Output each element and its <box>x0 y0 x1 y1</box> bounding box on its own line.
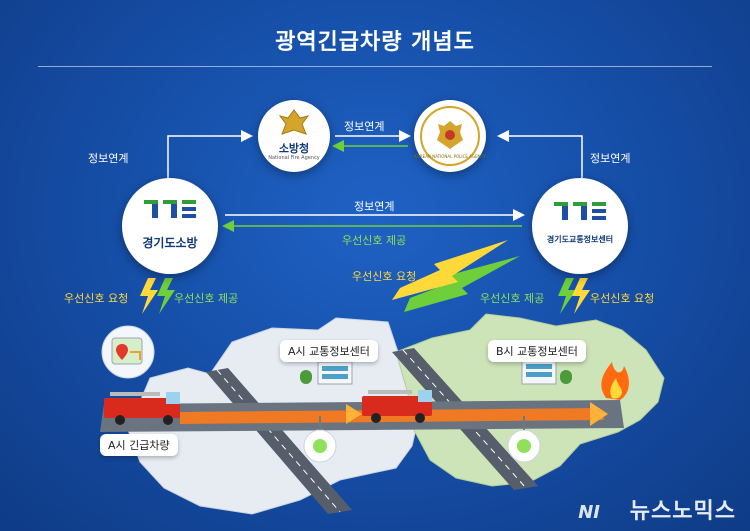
fire-engine-a-icon <box>104 392 180 425</box>
gyeonggi-traffic-circle: 경기도교통정보센터 <box>532 178 628 274</box>
gyeonggi-traffic-logo-icon <box>554 202 606 220</box>
city-b-region <box>395 313 665 487</box>
gyeonggi-fire-name: 경기도소방 <box>142 236 198 250</box>
police-emblem-icon <box>437 121 463 149</box>
fire-agency-name: 소방청 <box>278 142 310 155</box>
traffic-signal-a-icon <box>303 416 337 463</box>
signal-provide-right: 우선신호 제공 <box>480 292 545 305</box>
signal-request-left: 우선신호 요청 <box>64 292 129 305</box>
signal-request-center: 우선신호 요청 <box>352 270 417 283</box>
building-a-icon <box>300 361 353 385</box>
building-b-icon <box>521 359 572 385</box>
zigzag-arrow-green <box>404 256 520 312</box>
signal-provide-left: 우선신호 제공 <box>174 292 239 305</box>
traffic-signal-b-icon <box>507 416 541 463</box>
link-label-top: 정보연계 <box>344 120 385 133</box>
fire-icon <box>601 362 629 400</box>
arrow-left-info <box>167 130 253 178</box>
police-seal-ring <box>420 106 480 166</box>
signal-provide-middle-label: 우선신호 제공 <box>342 234 407 247</box>
gyeonggi-logo-icon <box>144 200 196 218</box>
lightning-left-green <box>157 278 175 314</box>
route-arrow-head-1 <box>346 404 362 424</box>
road-a-centerline <box>216 369 341 513</box>
police-circle: KOREAN NATIONAL POLICE AGENCY <box>414 100 486 172</box>
city-b-center-label: B시 교통정보센터 <box>488 340 586 362</box>
link-label-left: 정보연계 <box>88 152 129 165</box>
link-label-middle: 정보연계 <box>354 200 395 213</box>
police-subtitle: KOREAN NATIONAL POLICE AGENCY <box>414 154 486 159</box>
fire-agency-emblem-icon <box>278 109 310 135</box>
link-label-right: 정보연계 <box>590 152 631 165</box>
page-title: 광역긴급차량 개념도 <box>275 30 475 55</box>
route-arrow-head-2 <box>590 402 608 426</box>
fire-agency-circle: 소방청 National Fire Agency <box>258 100 330 172</box>
navigation-phone-icon <box>101 325 155 379</box>
gyeonggi-traffic-name: 경기도교통정보센터 <box>546 235 614 244</box>
lightning-right-green <box>558 278 576 314</box>
fire-agency-subtitle: National Fire Agency <box>268 155 320 161</box>
watermark-logo: NI <box>578 502 600 523</box>
arrow-right-info <box>497 130 583 178</box>
signal-request-right: 우선신호 요청 <box>590 292 655 305</box>
vehicle-label: A시 긴급차량 <box>100 434 178 456</box>
city-a-center-label: A시 교통정보센터 <box>280 340 378 362</box>
gyeonggi-fire-circle: 경기도소방 <box>122 178 218 274</box>
fire-engine-b-icon <box>362 390 432 423</box>
lightning-left-yellow <box>140 278 158 314</box>
lightning-right-yellow <box>572 278 590 314</box>
watermark-text: 뉴스노믹스 <box>629 499 736 524</box>
title-divider <box>38 66 712 67</box>
zigzag-arrow-yellow <box>392 240 508 300</box>
